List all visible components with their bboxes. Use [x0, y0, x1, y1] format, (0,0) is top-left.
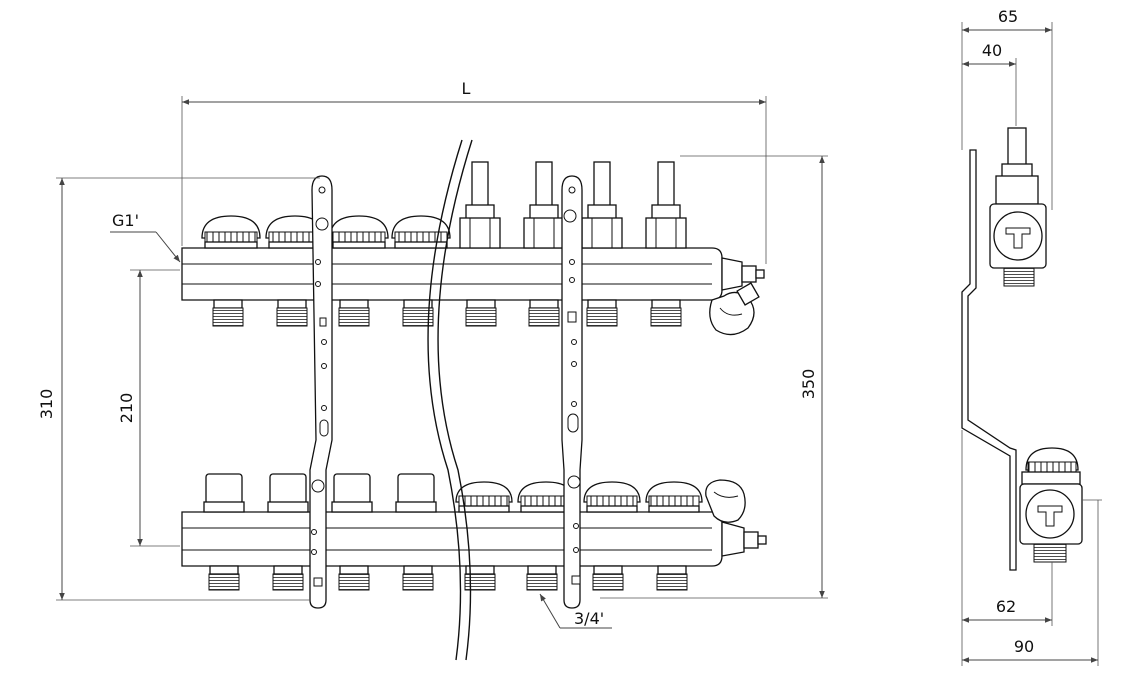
dimension-310: 310: [37, 389, 56, 420]
mounting-bracket-left: [309, 175, 333, 609]
flow-meter: [523, 161, 565, 249]
thread-outlet-label: 3/4': [574, 609, 604, 628]
bottom-caps: [203, 473, 437, 513]
side-dimensions: 65 40 62 90: [961, 7, 1102, 666]
top-handwheels: [201, 215, 451, 249]
dimension-350: 350: [799, 369, 818, 400]
flow-meter: [645, 161, 687, 249]
top-outlets: [212, 299, 682, 327]
dimension-90: 90: [1014, 637, 1034, 656]
dimension-40: 40: [982, 41, 1002, 60]
handwheel: [201, 215, 261, 249]
bottom-air-vent: [705, 479, 746, 523]
side-lower-valve: [1019, 447, 1083, 563]
flow-meter: [581, 161, 623, 249]
handwheel: [329, 215, 389, 249]
dimension-65: 65: [998, 7, 1018, 26]
flow-meter: [459, 161, 501, 249]
break-line: [427, 139, 473, 661]
top-manifold-bar: [181, 247, 765, 301]
mounting-bracket-right: [561, 175, 583, 609]
bottom-outlets: [208, 565, 688, 591]
handwheel: [391, 215, 451, 249]
top-drain-valve: [709, 282, 760, 336]
bottom-manifold-bar: [181, 511, 767, 567]
front-dimensions: L 310 210 350 G1' 3/4': [37, 79, 828, 629]
dimension-210: 210: [117, 393, 136, 424]
side-upper-valve: [989, 127, 1047, 287]
handwheel: [265, 215, 325, 249]
dimension-62: 62: [996, 597, 1016, 616]
bottom-handwheels: [455, 481, 703, 513]
side-view: [961, 127, 1083, 571]
thread-main-label: G1': [112, 211, 139, 230]
top-flow-meters: [459, 161, 687, 249]
front-view: [181, 139, 767, 661]
dimension-length: L: [462, 79, 471, 98]
